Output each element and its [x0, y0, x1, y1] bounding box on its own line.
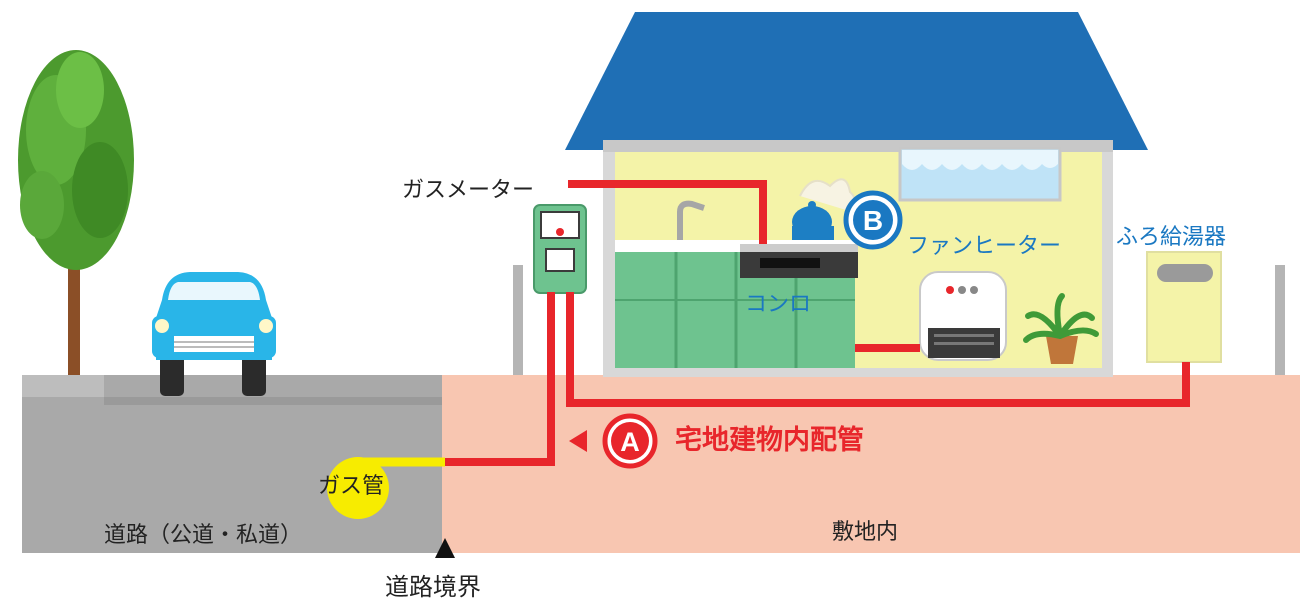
car — [152, 272, 276, 396]
road-boundary-marker — [435, 538, 455, 558]
stove-label: コンロ — [745, 292, 812, 317]
road-boundary-label: 道路境界 — [385, 573, 481, 601]
fence-posts — [513, 265, 1285, 375]
marker-b-letter: B — [863, 205, 883, 236]
water-heater-label: ふろ給湯器 — [1116, 225, 1227, 250]
marker-b-badge: B — [843, 190, 903, 250]
indoor-piping-label: 宅地建物内配管 — [675, 425, 864, 456]
road-label: 道路（公道・私道） — [104, 523, 303, 548]
premises-label: 敷地内 — [832, 520, 899, 545]
house — [565, 12, 1148, 377]
gas-pipe-label: ガス管 — [318, 474, 385, 499]
roof — [565, 12, 1148, 150]
fan-heater-label: ファンヒーター — [907, 234, 1062, 259]
marker-a-letter: A — [620, 427, 640, 457]
tree — [18, 50, 134, 375]
gas-meter — [533, 204, 587, 294]
marker-a-badge: A — [602, 413, 658, 469]
pipe-arrow-icon — [569, 430, 587, 452]
water-heater — [1146, 251, 1222, 363]
street-gas-pipe — [327, 457, 445, 519]
indoor-gas-pipe — [445, 180, 1190, 466]
gas-meter-label: ガスメーター — [402, 178, 535, 203]
